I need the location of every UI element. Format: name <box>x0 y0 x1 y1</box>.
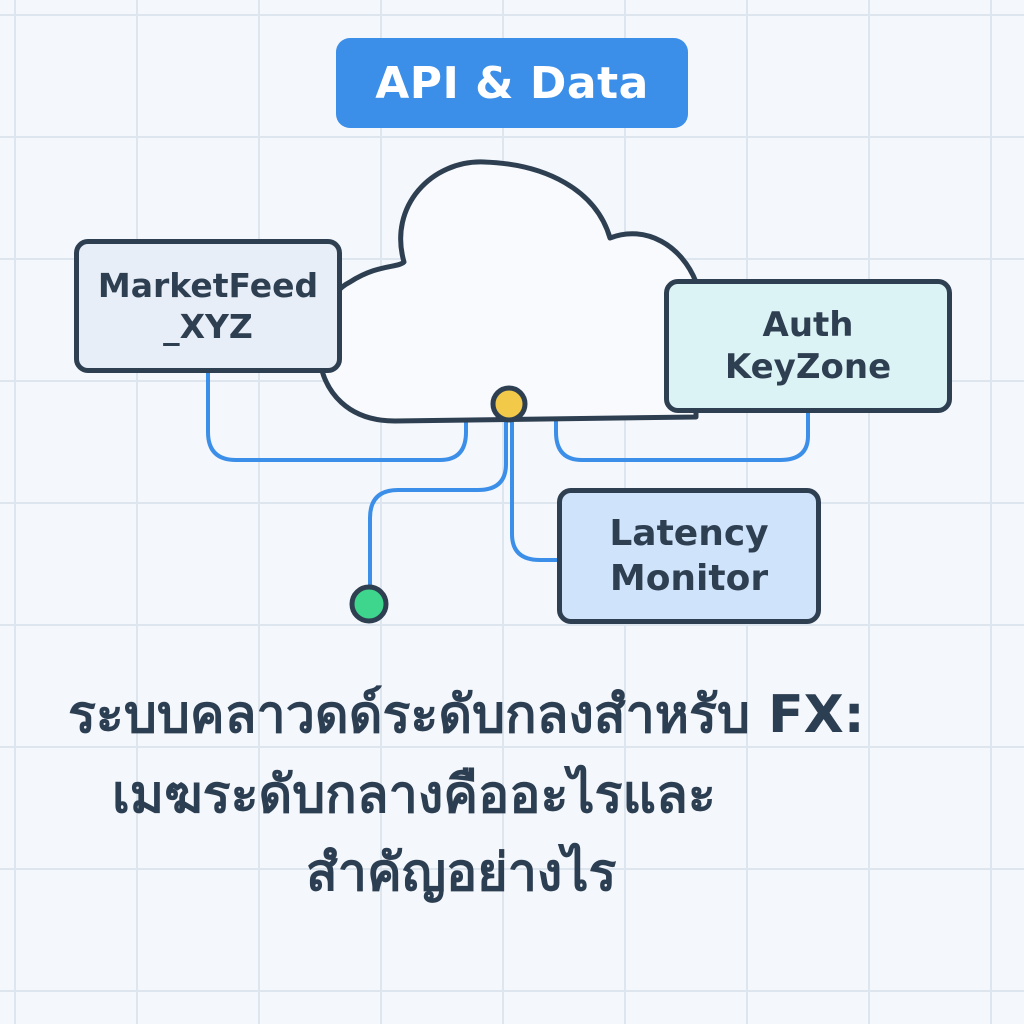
connector-market-feed <box>206 371 468 462</box>
end-dot <box>349 584 389 624</box>
auth-keyzone-node: Auth KeyZone <box>664 279 952 413</box>
connector-latency-monitor <box>510 410 560 562</box>
category-badge: API & Data <box>336 38 688 128</box>
headline: ระบบคลาวดด์ระดับกลงสำหรับ FX: เมฆระดับกล… <box>40 664 984 914</box>
connector-auth-keyzone <box>554 411 810 462</box>
connector-end-node <box>368 410 508 602</box>
cloud-icon <box>316 159 699 424</box>
headline-line-3: สำคัญอย่างไร <box>306 843 617 903</box>
hub-dot <box>490 385 528 423</box>
latency-monitor-node: Latency Monitor <box>557 488 821 624</box>
headline-line-2: เมฆระดับกลางคืออะไรและ <box>112 765 716 825</box>
headline-line-1: ระบบคลาวดด์ระดับกลงสำหรับ FX: <box>68 685 865 745</box>
market-feed-node: MarketFeed _XYZ <box>74 239 342 373</box>
